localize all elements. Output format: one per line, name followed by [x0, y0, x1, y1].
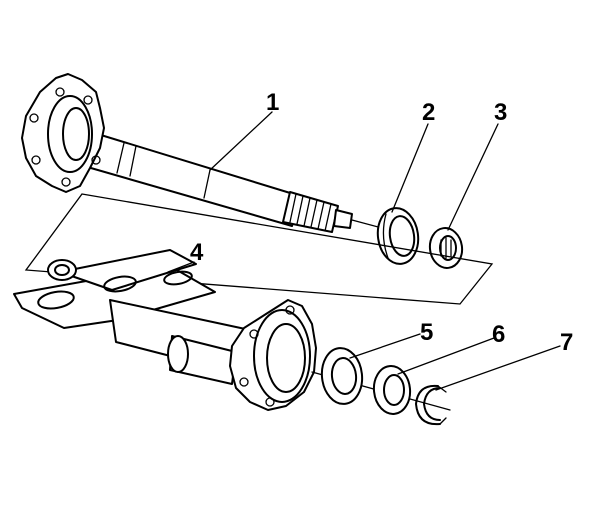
- retaining-ring: [415, 384, 447, 426]
- axle-housing: [13, 249, 451, 411]
- callout-4: 4: [190, 239, 204, 266]
- seal: [376, 207, 420, 265]
- leader-line-6: [397, 337, 495, 375]
- explosion-plane: [24, 193, 494, 305]
- callout-6: 6: [492, 321, 505, 348]
- leader-lines: [167, 111, 561, 391]
- callout-5: 5: [420, 319, 433, 346]
- axle-shaft: [21, 73, 383, 233]
- callout-1: 1: [266, 89, 279, 116]
- callout-3: 3: [494, 99, 507, 126]
- shim: [320, 347, 364, 405]
- leader-line-5: [349, 333, 421, 359]
- callout-7: 7: [560, 329, 573, 356]
- leader-line-1: [209, 111, 273, 171]
- callout-labels: 1 2 3 4 5 6 7: [190, 89, 573, 356]
- leader-line-7: [435, 345, 561, 391]
- callout-2: 2: [422, 99, 435, 126]
- bearing: [428, 227, 464, 269]
- leader-line-2: [391, 123, 429, 213]
- washer: [372, 365, 412, 415]
- leader-line-4: [167, 261, 195, 273]
- leader-line-3: [447, 123, 499, 231]
